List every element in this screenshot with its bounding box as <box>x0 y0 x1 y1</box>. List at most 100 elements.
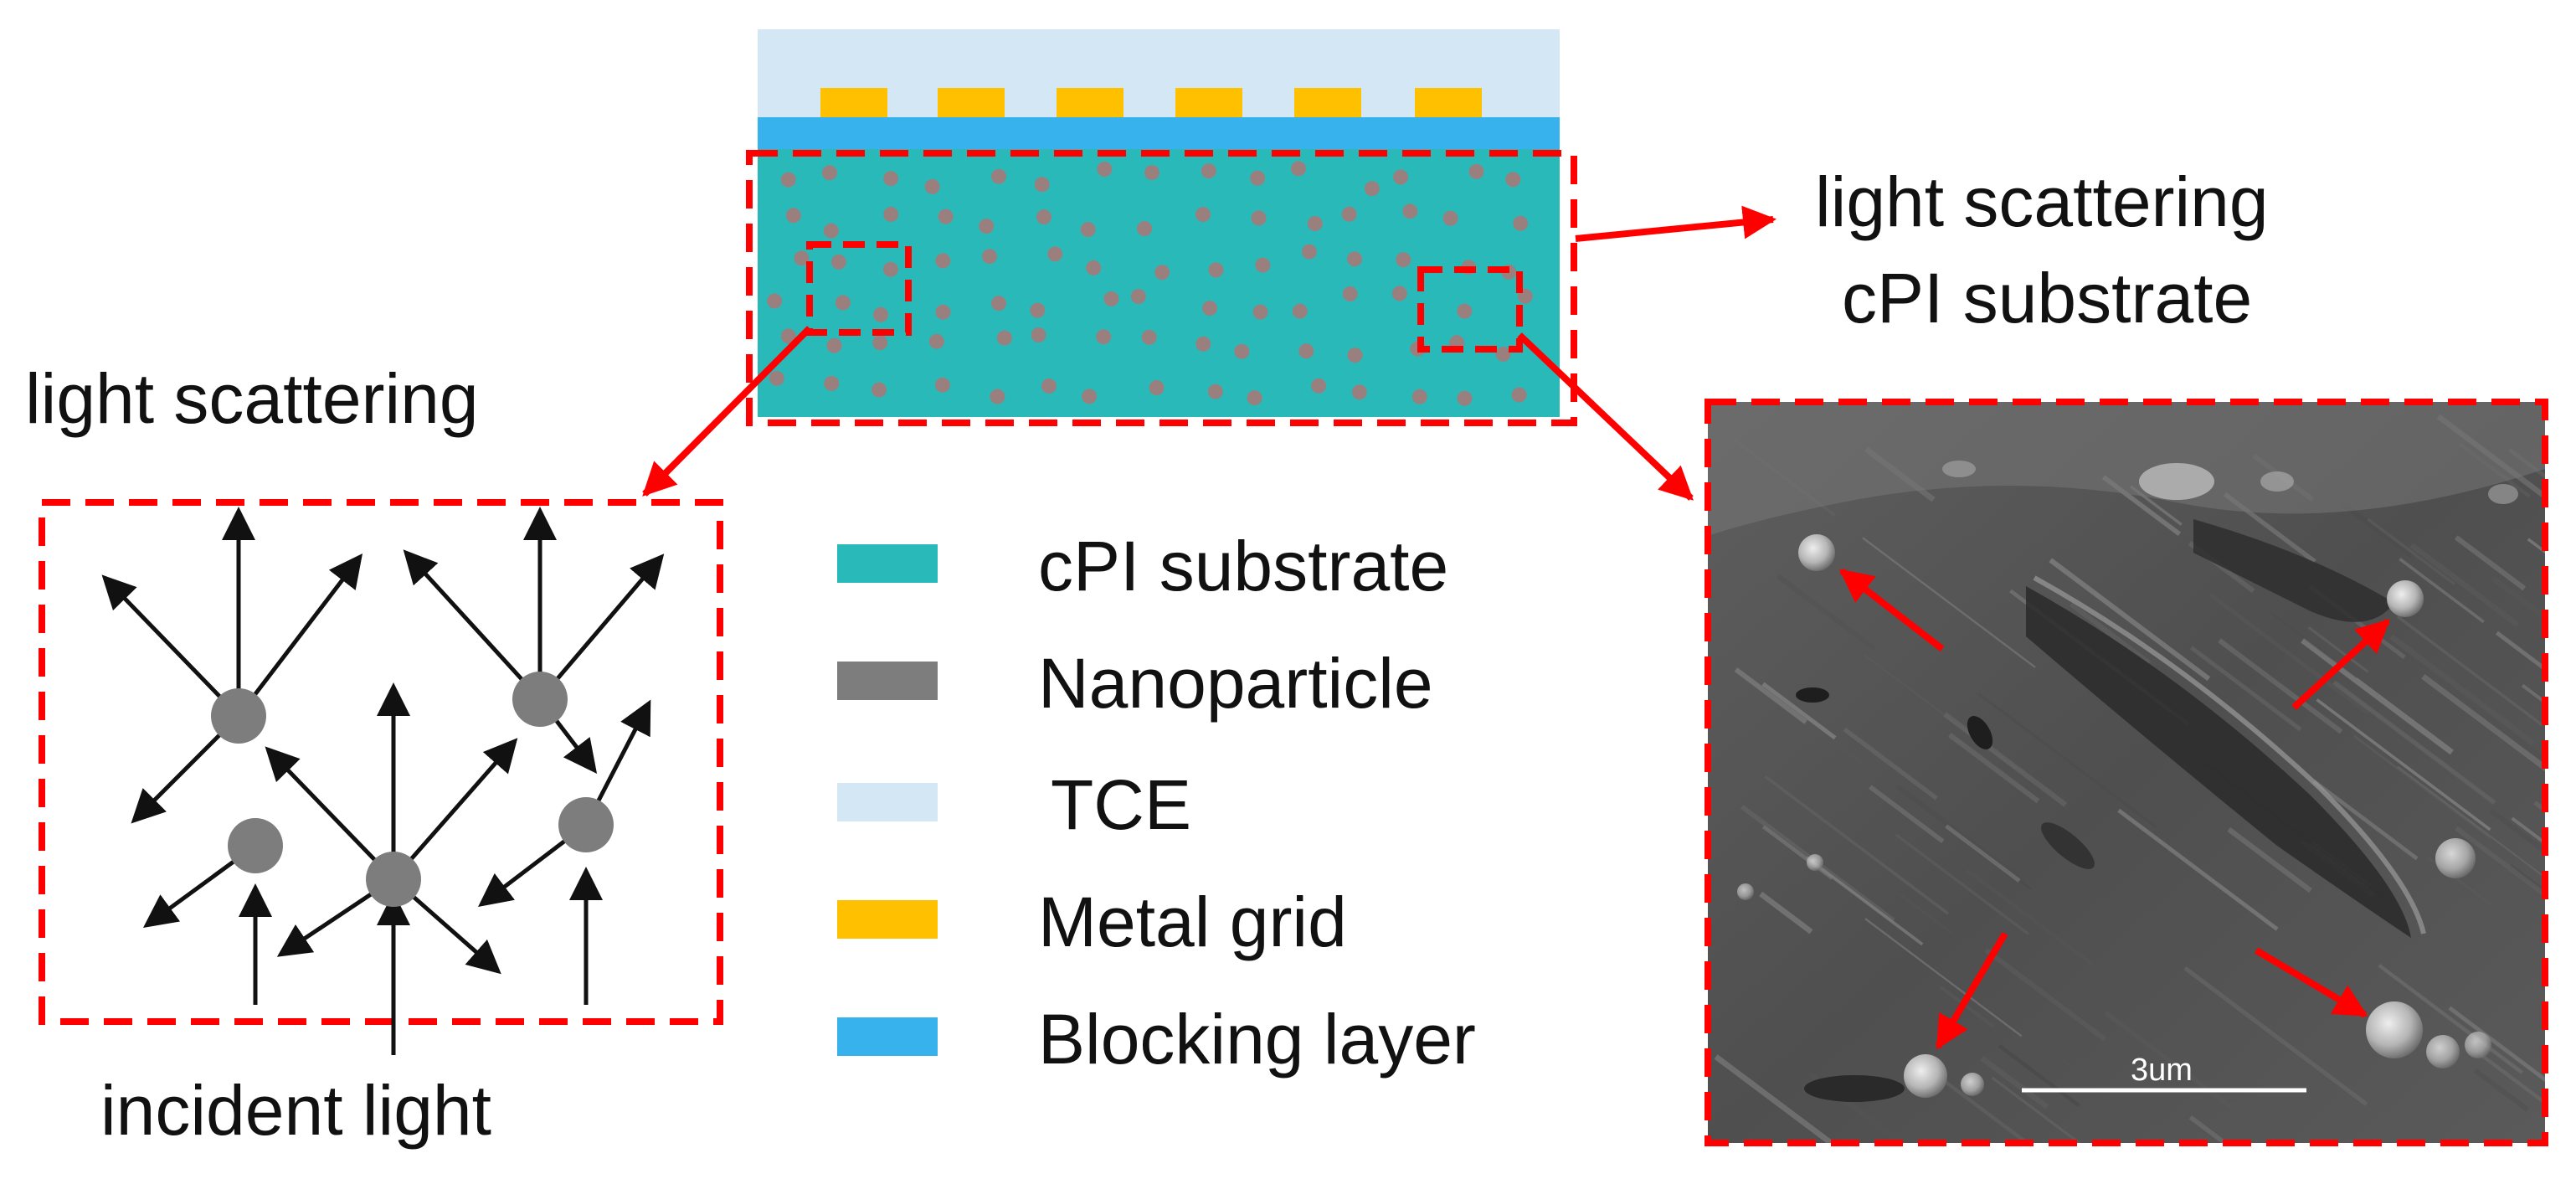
zoom-box-right <box>1417 266 1523 353</box>
nanoparticle-dot <box>935 304 951 320</box>
sem-streak <box>1869 785 1945 844</box>
nanoparticle-dot <box>1442 210 1458 226</box>
nanoparticle-dot <box>1393 169 1409 185</box>
nanoparticle-dot <box>1154 265 1170 281</box>
red-arrow-icon <box>2291 619 2390 710</box>
label-light-scattering-substrate-1: light scattering <box>1815 162 2269 241</box>
nanoparticle-dot <box>1195 207 1211 223</box>
callout-arrows <box>642 205 1776 501</box>
nanoparticle-dot <box>1291 161 1306 177</box>
sem-nanoparticle <box>2366 1001 2423 1058</box>
nanoparticle-dot <box>935 253 951 269</box>
sem-streak <box>2396 615 2543 727</box>
nanoparticle-dot <box>1130 289 1146 304</box>
nanoparticle-dot <box>1402 203 1418 219</box>
sem-streak <box>1864 918 2023 1037</box>
nanoparticle-dot <box>1255 257 1271 273</box>
sem-nanoparticle <box>2426 1035 2460 1068</box>
sem-streak <box>1984 948 2106 1042</box>
nanoparticle-dot <box>1034 177 1050 193</box>
sem-streak <box>2367 517 2456 586</box>
sem-groove <box>2026 586 2411 938</box>
nanoparticle-dot <box>1495 346 1511 362</box>
sem-streak <box>1734 667 1808 724</box>
sem-nanoparticle <box>1904 1054 1947 1098</box>
nanoparticle-dot <box>872 382 887 398</box>
arrow-icon <box>237 553 363 718</box>
nanoparticle-dot <box>1351 384 1367 400</box>
nanoparticle-dot <box>1457 390 1473 406</box>
substrate-nanoparticles <box>767 161 1533 406</box>
nanoparticle-dot <box>785 208 801 224</box>
nanoparticle-dot <box>823 223 839 239</box>
legend-label: Nanoparticle <box>1038 644 1433 723</box>
sem-streak <box>1991 1076 2082 1143</box>
nanoparticle-dot <box>1396 252 1411 268</box>
sem-nanoparticle <box>1961 1073 1984 1096</box>
nanoparticle-dot <box>1208 262 1224 278</box>
zoom-box-left <box>806 241 912 336</box>
nanoparticle-dot <box>928 333 944 349</box>
arrow-icon <box>101 574 240 718</box>
arrow-icon <box>538 553 665 701</box>
nanoparticle-dot <box>1347 348 1363 363</box>
red-arrow-icon <box>1838 568 1945 652</box>
sem-nanoparticle <box>2465 1032 2491 1058</box>
nanoparticle-dot <box>1080 222 1096 238</box>
sem-streak <box>2117 808 2279 931</box>
nanoparticle-dot <box>1513 215 1529 231</box>
metal-grid-bar <box>1415 88 1482 118</box>
nanoparticle-dot <box>1252 304 1268 320</box>
nanoparticle-dot <box>1041 378 1057 394</box>
sem-groove-edge <box>2033 575 2426 934</box>
sem-streak <box>1936 1073 2030 1143</box>
sem-streak <box>2473 1068 2530 1112</box>
nanoparticle-dot <box>873 306 888 322</box>
sem-scale-bar-label: 3um <box>2131 1053 2193 1088</box>
legend-item: Metal grid <box>837 883 1347 961</box>
sem-flake <box>2139 463 2214 500</box>
legend-swatch-tce <box>837 783 938 821</box>
sem-streak <box>2448 1006 2545 1083</box>
nanoparticle-dot <box>824 375 840 391</box>
sem-streak <box>2389 634 2535 746</box>
arrow-icon <box>403 549 542 701</box>
legend-label: TCE <box>1051 765 1191 844</box>
nanoparticle-dot <box>1250 170 1266 186</box>
sem-streak <box>1895 833 2030 936</box>
sem-image: 3um <box>1704 399 2548 1146</box>
nanoparticle <box>228 818 283 873</box>
nanoparticle-dot <box>1030 302 1046 318</box>
sem-pore <box>1796 687 1829 703</box>
nanoparticle-dot <box>1511 387 1527 403</box>
nanoparticle-dot <box>882 261 898 277</box>
nanoparticle-dot <box>1082 389 1098 404</box>
nanoparticle-dot <box>996 330 1012 346</box>
sem-nanoparticle <box>1737 883 1754 900</box>
sem-streak <box>1998 1043 2080 1108</box>
sem-streak <box>2316 698 2491 831</box>
sem-streak <box>2301 637 2454 755</box>
nanoparticle-dot <box>1457 303 1473 319</box>
sem-streak <box>2353 735 2491 839</box>
nanoparticle-dot <box>1341 206 1357 222</box>
legend-swatch-blocking-layer <box>837 1017 938 1056</box>
legend-label: cPI substrate <box>1038 527 1448 605</box>
sem-streak <box>2183 965 2368 1106</box>
sem-streak <box>2421 674 2545 772</box>
nanoparticle-dot <box>1207 384 1223 399</box>
nanoparticle-dot <box>1411 389 1427 404</box>
nanoparticle-dot <box>1195 336 1211 352</box>
sem-streak <box>2491 576 2545 621</box>
legend-swatch-nanoparticle <box>837 662 938 700</box>
nanoparticle-dot <box>991 168 1006 184</box>
nanoparticle-dot <box>1468 163 1484 179</box>
nanoparticle <box>558 797 614 852</box>
sem-streak <box>2378 964 2524 1074</box>
legend: cPI substrate Nanoparticle TCE Metal gri… <box>837 527 1476 1079</box>
nanoparticle-dot <box>830 254 846 270</box>
legend-item: cPI substrate <box>837 527 1448 605</box>
sem-streak <box>1898 892 1952 934</box>
nanoparticle-dot <box>1247 390 1262 406</box>
metal-grid-bar <box>1057 88 1123 118</box>
